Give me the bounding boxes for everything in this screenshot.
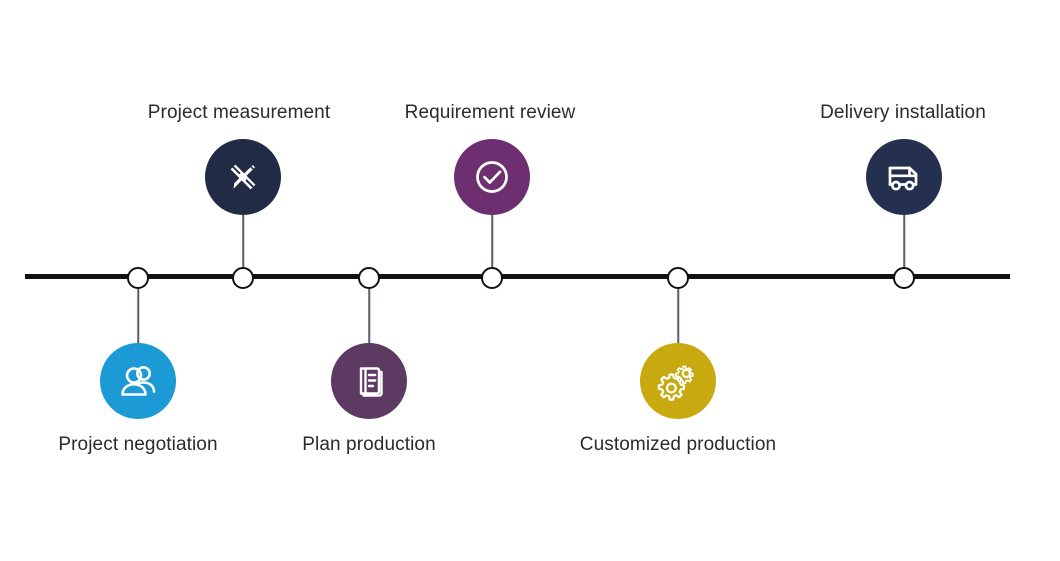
timeline-node-6[interactable] [893, 267, 915, 289]
step-label-customized-production: Customized production [579, 434, 777, 455]
two-people-icon [116, 359, 160, 403]
timeline-node-1[interactable] [127, 267, 149, 289]
step-label-project-negotiation: Project negotiation [58, 434, 218, 455]
timeline-node-3[interactable] [358, 267, 380, 289]
step-label-requirement-review: Requirement review [404, 102, 576, 123]
step-label-plan-production: Plan production [302, 434, 436, 455]
icon-bubble-plan-production[interactable] [331, 343, 407, 419]
timeline-node-5[interactable] [667, 267, 689, 289]
stem-step-5 [677, 289, 679, 343]
stem-step-2 [242, 215, 244, 268]
pencil-ruler-icon [222, 156, 264, 198]
icon-bubble-requirement-review[interactable] [454, 139, 530, 215]
delivery-truck-icon [882, 155, 926, 199]
timeline-node-4[interactable] [481, 267, 503, 289]
stem-step-1 [137, 289, 139, 343]
stem-step-3 [368, 289, 370, 343]
gears-icon [655, 358, 701, 404]
stem-step-4 [491, 215, 493, 268]
icon-bubble-customized-production[interactable] [640, 343, 716, 419]
icon-bubble-project-negotiation[interactable] [100, 343, 176, 419]
icon-bubble-project-measurement[interactable] [205, 139, 281, 215]
timeline-axis [25, 274, 1010, 279]
stem-step-6 [903, 215, 905, 268]
icon-bubble-delivery-installation[interactable] [866, 139, 942, 215]
step-label-delivery-installation: Delivery installation [820, 102, 986, 123]
step-label-project-measurement: Project measurement [147, 102, 331, 123]
timeline-node-2[interactable] [232, 267, 254, 289]
check-circle-icon [469, 154, 515, 200]
document-stack-icon [349, 361, 389, 401]
